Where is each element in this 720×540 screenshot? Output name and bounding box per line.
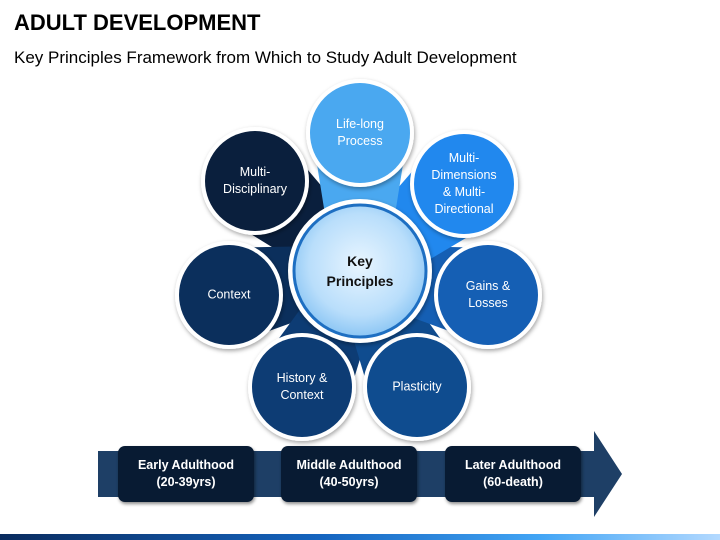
center-label: Key Principles: [326, 253, 394, 289]
page-subtitle: Key Principles Framework from Which to S…: [14, 48, 517, 67]
page-title: ADULT DEVELOPMENT: [14, 10, 261, 35]
stage-early-adulthood: Early Adulthood (20-39yrs): [118, 446, 254, 502]
key-principles-circle: [288, 199, 432, 343]
stage-middle-adulthood: Middle Adulthood (40-50yrs): [281, 446, 417, 502]
bottom-accent-bar: [0, 534, 720, 540]
stage-later-adulthood: Later Adulthood (60-death): [445, 446, 581, 502]
